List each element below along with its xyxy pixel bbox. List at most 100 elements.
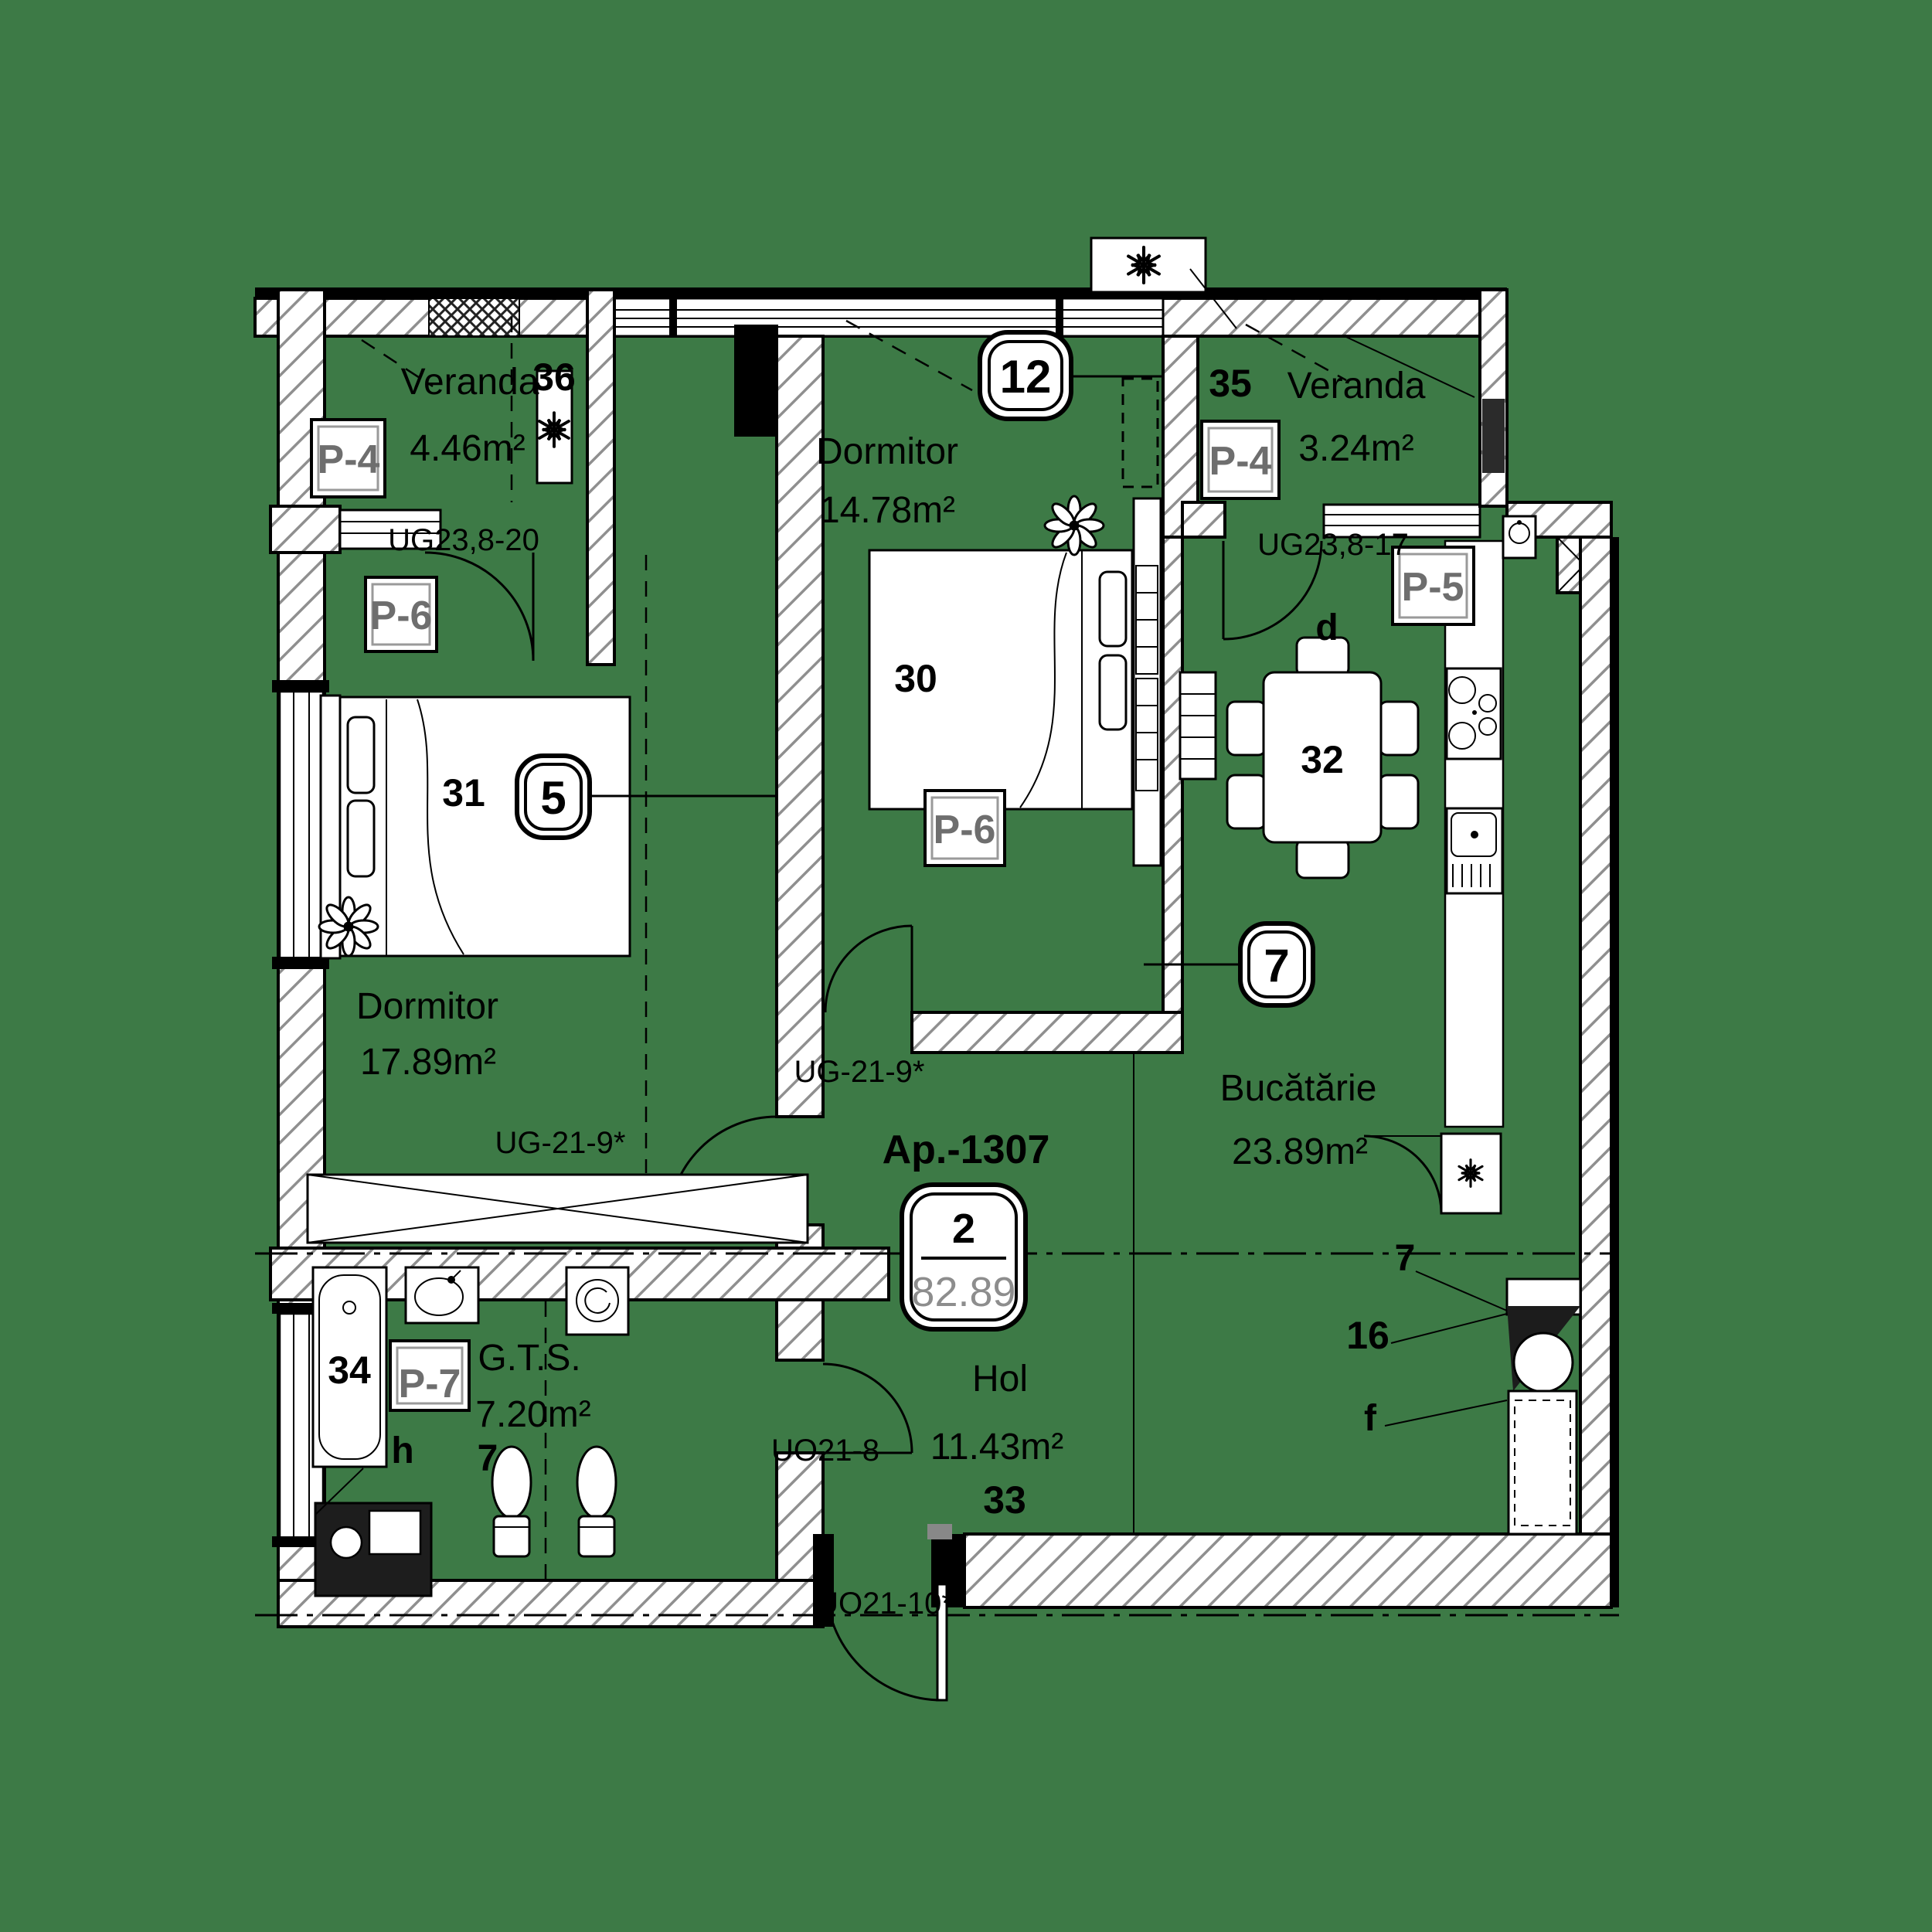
plant-dormitor-mid bbox=[1043, 495, 1105, 556]
label-34: 34 bbox=[328, 1349, 371, 1392]
door-veranda-right-to-kitchen bbox=[1222, 540, 1323, 641]
kitchen-sink bbox=[1445, 807, 1504, 895]
door-veranda-left-to-dormitor bbox=[424, 551, 535, 662]
window-dormitor-mid bbox=[597, 297, 1165, 338]
badge-p6-mid: P-6 bbox=[923, 789, 1006, 867]
pointer-lines bbox=[315, 1270, 1508, 1515]
window-ug23-8-20 bbox=[338, 509, 442, 550]
fridge bbox=[1440, 1132, 1502, 1215]
label-dormitor-mid-name: Dormitor bbox=[816, 431, 958, 472]
window-veranda-left-b bbox=[428, 298, 520, 337]
label-uo21-8: UO21-8 bbox=[771, 1434, 879, 1468]
label-dormitor-mid-area: 14.78m² bbox=[819, 490, 955, 531]
label-f: f bbox=[1364, 1398, 1377, 1439]
window-veranda-right-dark bbox=[1482, 399, 1505, 473]
label-33: 33 bbox=[983, 1478, 1026, 1522]
label-veranda-left-name: Veranda bbox=[401, 362, 539, 403]
wall-veranda-left-right bbox=[586, 288, 616, 666]
badge-12: 12 bbox=[978, 330, 1163, 421]
label-bucatarie-name: Bucătărie bbox=[1220, 1068, 1377, 1109]
badge-p4-right: P-4 bbox=[1200, 420, 1281, 500]
chimney-block bbox=[734, 325, 778, 437]
wall-right bbox=[1579, 536, 1613, 1609]
svg-text:P-5: P-5 bbox=[1402, 565, 1464, 610]
svg-text:P-4: P-4 bbox=[1209, 439, 1272, 484]
svg-text:P-6: P-6 bbox=[934, 808, 996, 852]
closet-strip-30 bbox=[1121, 377, 1162, 867]
radiator-kitchen bbox=[1179, 671, 1217, 781]
boiler-unit bbox=[1505, 1277, 1582, 1536]
bathtub-34 bbox=[311, 1266, 388, 1468]
ac-unit-top bbox=[1090, 236, 1237, 329]
label-ug21-9-left: UG-21-9* bbox=[495, 1126, 626, 1160]
letter-markers: h 7 d f 7 bbox=[391, 607, 1415, 1479]
label-uo21-10: UO21-10* bbox=[816, 1587, 954, 1621]
door-entrance bbox=[825, 1583, 948, 1702]
room-labels: Veranda 4.46m² 36 Dormitor 14.78m² 35 Ve… bbox=[356, 355, 1426, 1468]
door-hol-to-dormitor-mid bbox=[824, 924, 913, 1013]
corner-cabinet-dark bbox=[314, 1502, 433, 1597]
badge-5-label: 5 bbox=[540, 772, 566, 824]
door-hol-to-gts bbox=[822, 1362, 913, 1454]
corner-sink-top bbox=[1502, 515, 1537, 560]
label-31: 31 bbox=[442, 771, 485, 815]
badge-p5: P-5 bbox=[1391, 546, 1475, 626]
entry-vent bbox=[927, 1524, 952, 1539]
wall-veranda-right-outer bbox=[1478, 288, 1509, 508]
label-36: 36 bbox=[532, 355, 576, 399]
wall-central bbox=[775, 335, 825, 1118]
label-hol-name: Hol bbox=[972, 1359, 1028, 1400]
svg-text:P-6: P-6 bbox=[370, 594, 433, 638]
apartment-name: Ap.-1307 bbox=[883, 1128, 1050, 1172]
label-h: h bbox=[391, 1430, 413, 1471]
doors bbox=[424, 540, 1443, 1702]
wall-kitchen-top-stub bbox=[1181, 501, 1226, 539]
label-hol-area: 11.43m² bbox=[930, 1427, 1064, 1468]
apartment-badge: Ap.-1307 2 82.89 bbox=[883, 1128, 1050, 1332]
wall-dormitor-mid-bottom bbox=[910, 1011, 1184, 1054]
dining-set-32 bbox=[1226, 636, 1420, 879]
badge-p4-left: P-4 bbox=[310, 418, 386, 498]
toilet-2 bbox=[576, 1445, 617, 1558]
label-ug23-8-20: UG23,8-20 bbox=[388, 523, 539, 557]
svg-text:P-7: P-7 bbox=[399, 1362, 461, 1406]
label-35: 35 bbox=[1209, 362, 1252, 405]
apartment-rooms-count: 2 bbox=[952, 1206, 975, 1252]
wardrobe-31 bbox=[306, 1173, 809, 1244]
label-dormitor-left-name: Dormitor bbox=[356, 986, 498, 1027]
badge-7: 7 bbox=[1144, 921, 1315, 1008]
label-ug23-8-17: UG23,8-17 bbox=[1257, 528, 1409, 562]
label-veranda-right-area: 3.24m² bbox=[1298, 428, 1413, 469]
badge-12-label: 12 bbox=[1000, 351, 1052, 403]
window-ug23-8-17 bbox=[1322, 503, 1481, 539]
label-gts-area: 7.20m² bbox=[475, 1394, 590, 1435]
wall-right-edge bbox=[1611, 537, 1619, 1607]
svg-text:P-4: P-4 bbox=[318, 437, 380, 482]
badge-p7: P-7 bbox=[389, 1339, 471, 1412]
wall-top-edge bbox=[255, 287, 1507, 298]
stove bbox=[1445, 667, 1502, 760]
label-veranda-right-name: Veranda bbox=[1287, 366, 1426, 406]
label-veranda-left-area: 4.46m² bbox=[410, 428, 525, 469]
door-fridge-swing bbox=[1363, 1134, 1443, 1214]
open-indicator-veranda-right bbox=[1245, 323, 1347, 382]
badge-7-label: 7 bbox=[1264, 940, 1289, 992]
label-d: d bbox=[1315, 607, 1338, 648]
leader-veranda-right bbox=[1345, 336, 1475, 398]
label-gts-7: 7 bbox=[478, 1438, 498, 1479]
badge-5: 5 bbox=[515, 753, 777, 840]
bed-31 bbox=[319, 694, 631, 960]
plant-dormitor-left bbox=[318, 896, 379, 957]
wall-veranda-left-bottom bbox=[269, 505, 342, 554]
label-gts-name: G.T.S. bbox=[478, 1338, 580, 1379]
bed-30 bbox=[868, 549, 1134, 811]
label-16: 16 bbox=[1346, 1314, 1389, 1357]
item-number-labels: 31 30 32 33 34 16 bbox=[328, 657, 1389, 1522]
open-indicator-dormitor-mid bbox=[845, 319, 973, 392]
label-dormitor-left-area: 17.89m² bbox=[360, 1042, 496, 1083]
open-indicator-veranda-left bbox=[361, 338, 434, 388]
label-ug21-9-mid: UG-21-9* bbox=[794, 1055, 925, 1089]
toilet-1 bbox=[491, 1445, 532, 1558]
